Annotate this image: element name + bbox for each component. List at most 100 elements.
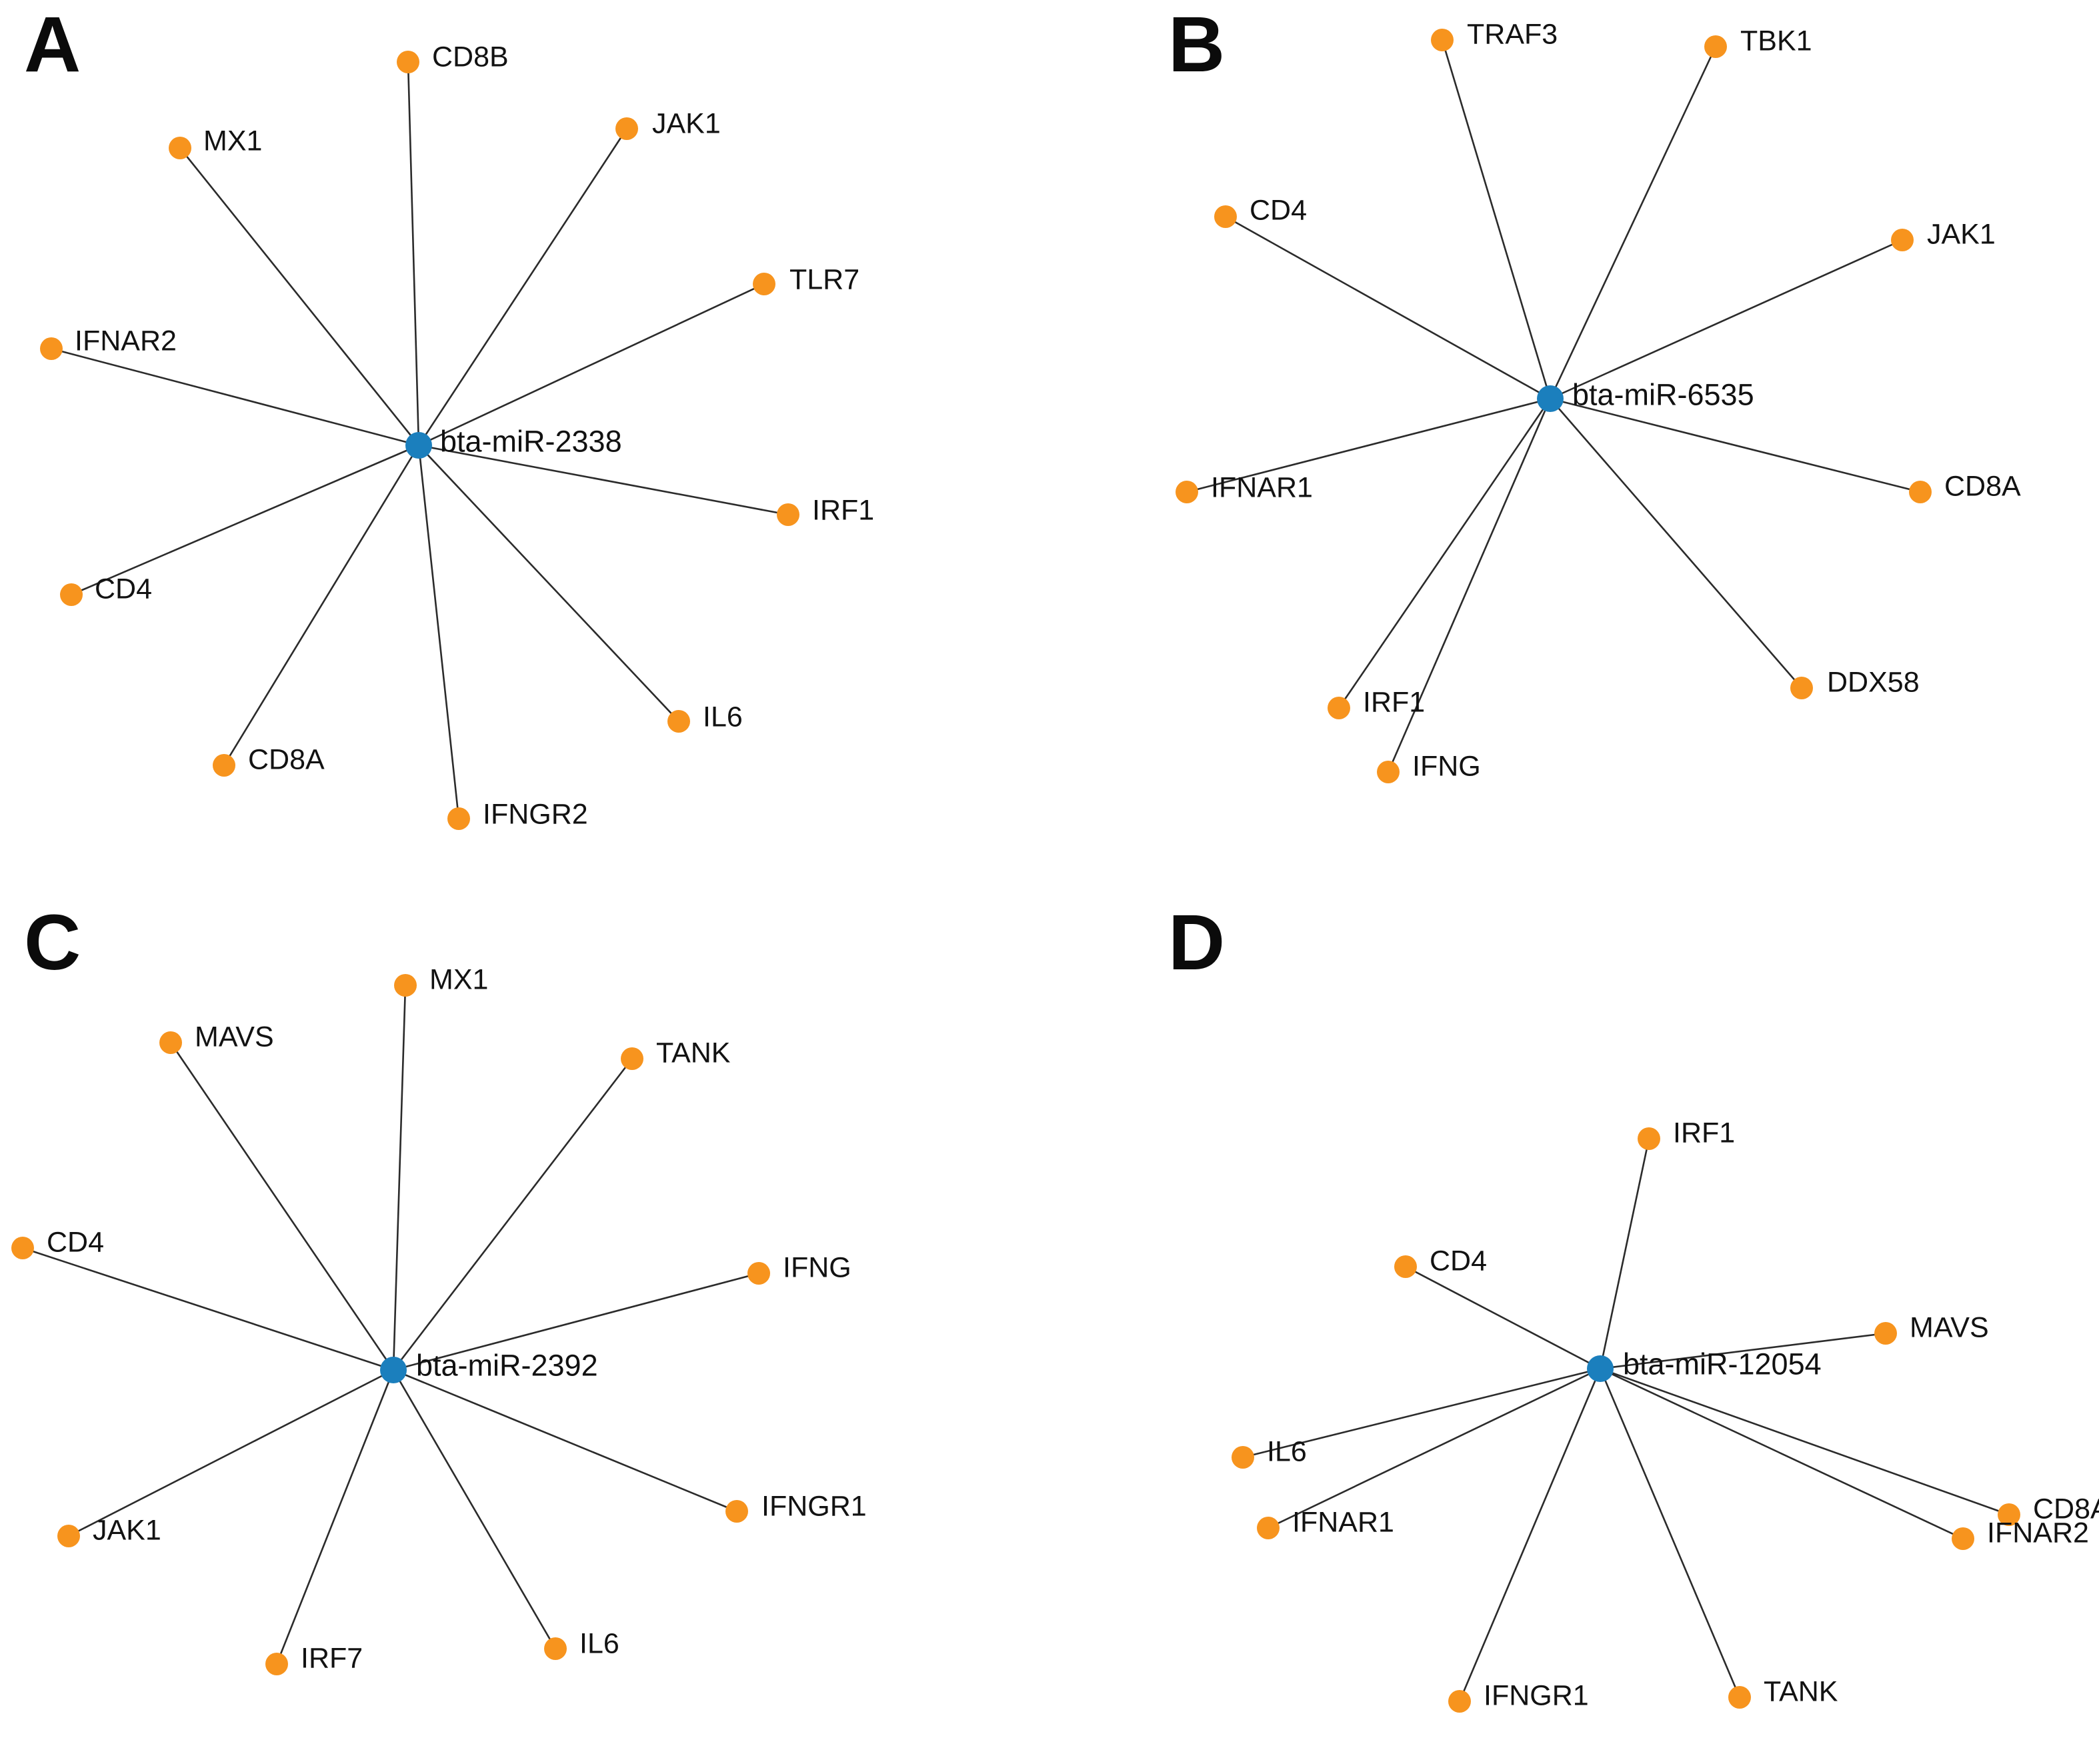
gene-node-ifngr1[interactable] bbox=[725, 1500, 748, 1523]
gene-label-tank: TANK bbox=[656, 1037, 731, 1069]
edge-bta-miR-2392-IFNG bbox=[393, 1272, 759, 1371]
gene-label-ifnar2: IFNAR2 bbox=[75, 325, 177, 357]
gene-label-mx1: MX1 bbox=[429, 963, 489, 996]
edge-bta-miR-2338-IL6 bbox=[418, 445, 679, 722]
gene-label-ifng: IFNG bbox=[1412, 750, 1481, 783]
edge-bta-miR-2338-CD8B bbox=[407, 61, 420, 446]
gene-label-ddx58: DDX58 bbox=[1827, 666, 1920, 699]
gene-label-traf3: TRAF3 bbox=[1467, 18, 1558, 51]
gene-node-ifng[interactable] bbox=[1377, 761, 1400, 783]
gene-label-cd4: CD4 bbox=[95, 573, 153, 605]
edge-bta-miR-6535-IRF1 bbox=[1338, 398, 1552, 709]
gene-node-ifng[interactable] bbox=[747, 1262, 770, 1285]
gene-label-jak1: JAK1 bbox=[652, 107, 721, 140]
gene-node-ifngr2[interactable] bbox=[447, 807, 470, 830]
gene-node-irf1[interactable] bbox=[1328, 697, 1350, 719]
edge-bta-miR-12054-CD4 bbox=[1405, 1265, 1601, 1370]
gene-node-jak1[interactable] bbox=[615, 117, 638, 140]
gene-node-tank[interactable] bbox=[1728, 1686, 1751, 1709]
gene-node-ifnar2[interactable] bbox=[1952, 1527, 1974, 1550]
hub-node-bta-mir-2392[interactable] bbox=[380, 1357, 407, 1383]
gene-label-cd8a: CD8A bbox=[2033, 1493, 2099, 1525]
gene-node-cd8a[interactable] bbox=[1998, 1503, 2020, 1526]
gene-node-irf1[interactable] bbox=[777, 503, 799, 526]
gene-node-irf7[interactable] bbox=[265, 1653, 288, 1675]
gene-label-il6: IL6 bbox=[1267, 1435, 1307, 1468]
gene-node-mx1[interactable] bbox=[394, 974, 417, 997]
gene-label-cd4: CD4 bbox=[1430, 1245, 1488, 1277]
panel-label-b: B bbox=[1168, 1, 1225, 89]
panel-label-d: D bbox=[1168, 899, 1225, 987]
gene-label-il6: IL6 bbox=[579, 1627, 619, 1660]
edge-bta-miR-2392-TANK bbox=[392, 1058, 633, 1371]
gene-node-mavs[interactable] bbox=[1874, 1322, 1897, 1345]
edge-bta-miR-6535-JAK1 bbox=[1550, 239, 1903, 400]
hub-label-bta-mir-2338: bta-miR-2338 bbox=[440, 424, 622, 459]
edge-bta-miR-6535-CD8A bbox=[1550, 397, 1921, 493]
edge-bta-miR-2338-IRF1 bbox=[418, 444, 789, 516]
edge-bta-miR-6535-TBK1 bbox=[1549, 46, 1717, 399]
gene-label-jak1: JAK1 bbox=[1927, 218, 1996, 251]
gene-node-cd4[interactable] bbox=[1214, 205, 1237, 228]
gene-node-tlr7[interactable] bbox=[753, 273, 775, 295]
gene-node-ifnar2[interactable] bbox=[40, 337, 63, 360]
gene-label-jak1: JAK1 bbox=[93, 1514, 161, 1547]
gene-label-tbk1: TBK1 bbox=[1740, 25, 1812, 57]
edge-bta-miR-2392-IL6 bbox=[392, 1369, 557, 1649]
gene-node-irf1[interactable] bbox=[1638, 1127, 1660, 1150]
gene-label-mavs: MAVS bbox=[1910, 1311, 1989, 1344]
gene-label-ifngr1: IFNGR1 bbox=[1484, 1679, 1589, 1712]
gene-node-cd8b[interactable] bbox=[397, 51, 419, 73]
gene-label-cd8b: CD8B bbox=[432, 41, 509, 73]
gene-label-ifnar1: IFNAR1 bbox=[1292, 1506, 1394, 1539]
gene-label-ifnar1: IFNAR1 bbox=[1211, 471, 1313, 504]
edge-bta-miR-2338-IFNAR2 bbox=[51, 347, 419, 447]
panel-label-c: C bbox=[24, 899, 81, 987]
gene-node-tank[interactable] bbox=[621, 1047, 643, 1070]
gene-node-traf3[interactable] bbox=[1431, 29, 1454, 51]
edge-bta-miR-12054-TANK bbox=[1599, 1368, 1741, 1698]
gene-node-jak1[interactable] bbox=[1891, 229, 1914, 251]
gene-label-ifngr2: IFNGR2 bbox=[483, 798, 588, 831]
hub-node-bta-mir-2338[interactable] bbox=[405, 432, 432, 459]
gene-node-cd4[interactable] bbox=[1394, 1255, 1417, 1278]
edge-bta-miR-12054-IFNGR1 bbox=[1458, 1368, 1602, 1702]
gene-label-ifnar2: IFNAR2 bbox=[1987, 1517, 2089, 1549]
edge-bta-miR-12054-CD8A bbox=[1600, 1367, 2010, 1516]
edge-bta-miR-6535-IFNAR1 bbox=[1186, 397, 1551, 493]
edge-bta-miR-2338-MX1 bbox=[179, 147, 420, 446]
gene-node-il6[interactable] bbox=[544, 1637, 567, 1660]
edge-bta-miR-2338-JAK1 bbox=[417, 128, 628, 446]
edge-bta-miR-2392-MAVS bbox=[169, 1042, 395, 1371]
gene-node-il6[interactable] bbox=[1232, 1446, 1254, 1469]
edge-bta-miR-6535-DDX58 bbox=[1550, 398, 1802, 689]
gene-node-ifngr1[interactable] bbox=[1448, 1690, 1471, 1713]
gene-node-jak1[interactable] bbox=[57, 1525, 80, 1547]
edge-bta-miR-12054-IFNAR1 bbox=[1268, 1367, 1601, 1529]
hub-node-bta-mir-6535[interactable] bbox=[1537, 385, 1564, 412]
gene-node-cd4[interactable] bbox=[60, 583, 83, 606]
gene-node-cd4[interactable] bbox=[11, 1237, 34, 1259]
gene-node-cd8a[interactable] bbox=[1909, 481, 1932, 503]
edge-bta-miR-6535-IFNG bbox=[1387, 398, 1552, 773]
gene-node-cd8a[interactable] bbox=[213, 754, 235, 777]
edge-bta-miR-2392-JAK1 bbox=[68, 1369, 394, 1537]
gene-node-ifnar1[interactable] bbox=[1176, 481, 1198, 503]
edge-bta-miR-2392-IRF7 bbox=[275, 1369, 395, 1665]
gene-label-mavs: MAVS bbox=[195, 1021, 274, 1053]
edge-bta-miR-2392-IFNGR1 bbox=[393, 1369, 737, 1513]
gene-label-irf7: IRF7 bbox=[301, 1642, 363, 1675]
gene-node-mx1[interactable] bbox=[169, 137, 191, 159]
gene-label-tank: TANK bbox=[1764, 1675, 1838, 1708]
gene-node-il6[interactable] bbox=[667, 710, 690, 733]
gene-node-ifnar1[interactable] bbox=[1257, 1517, 1280, 1539]
hub-node-bta-mir-12054[interactable] bbox=[1587, 1355, 1614, 1382]
gene-node-tbk1[interactable] bbox=[1704, 35, 1727, 58]
gene-node-ddx58[interactable] bbox=[1790, 677, 1813, 699]
gene-label-tlr7: TLR7 bbox=[789, 263, 860, 296]
edge-bta-miR-2392-MX1 bbox=[392, 985, 407, 1371]
gene-node-mavs[interactable] bbox=[159, 1031, 182, 1054]
hub-label-bta-mir-6535: bta-miR-6535 bbox=[1572, 377, 1754, 412]
